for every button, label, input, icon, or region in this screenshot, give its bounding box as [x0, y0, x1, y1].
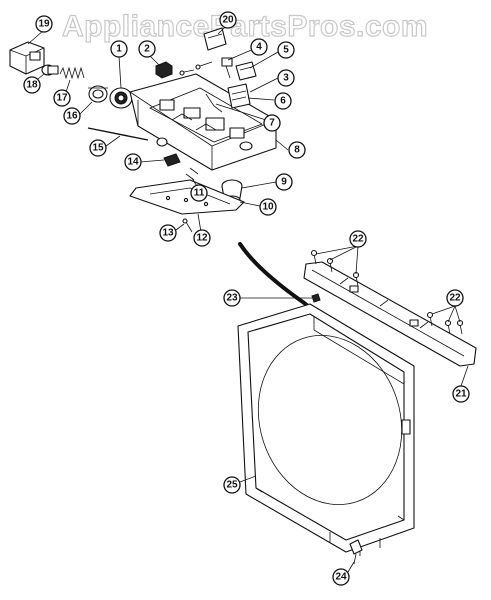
- callout-13: 13: [159, 224, 177, 242]
- callout-8: 8: [288, 141, 306, 159]
- svg-text:10: 10: [262, 202, 274, 213]
- svg-text:22: 22: [352, 234, 364, 245]
- part-24-shape: [349, 539, 363, 565]
- callout-12: 12: [193, 229, 211, 247]
- svg-text:7: 7: [269, 118, 275, 129]
- callout-21: 21: [452, 385, 470, 403]
- svg-text:25: 25: [226, 480, 238, 491]
- watermark-text: AppliancePartsPros.com: [62, 10, 428, 43]
- svg-text:22: 22: [449, 293, 461, 304]
- callout-6: 6: [274, 92, 292, 110]
- callout-11: 11: [190, 184, 208, 202]
- svg-text:11: 11: [194, 188, 205, 199]
- svg-text:6: 6: [280, 96, 286, 107]
- svg-text:16: 16: [66, 111, 78, 122]
- callout-18: 18: [23, 76, 41, 94]
- part-4-shape: [221, 57, 233, 79]
- svg-text:15: 15: [92, 143, 104, 154]
- svg-text:5: 5: [283, 45, 289, 56]
- callout-2: 2: [138, 40, 156, 58]
- part-13-screw: [182, 218, 193, 233]
- part-20-shape: [203, 27, 227, 51]
- callout-10: 10: [259, 198, 277, 216]
- svg-text:18: 18: [26, 80, 38, 91]
- svg-text:1: 1: [116, 44, 122, 55]
- svg-text:21: 21: [455, 389, 467, 400]
- callout-3: 3: [277, 69, 295, 87]
- callout-1: 1: [110, 40, 128, 58]
- svg-text:14: 14: [127, 157, 139, 168]
- svg-text:2: 2: [144, 44, 150, 55]
- svg-text:19: 19: [38, 19, 50, 30]
- svg-text:12: 12: [196, 233, 208, 244]
- part-12-shape: [129, 179, 245, 215]
- part-19-shape: [9, 41, 45, 75]
- part-17-spring: [59, 66, 85, 80]
- part-25-front-panel: [237, 303, 415, 556]
- part-7-shape: [205, 93, 223, 113]
- svg-text:17: 17: [56, 93, 68, 104]
- svg-text:24: 24: [335, 572, 347, 583]
- svg-text:20: 20: [222, 15, 234, 26]
- svg-text:9: 9: [281, 177, 287, 188]
- callout-16: 16: [63, 107, 81, 125]
- part-1-shape: [109, 87, 133, 109]
- callout-7: 7: [263, 114, 281, 132]
- callout-labels: 1 2 3 4 5 6 7 8 9 10 11 12 13 14 15 16 1…: [23, 11, 470, 586]
- callout-25: 25: [223, 476, 241, 494]
- callout-19: 19: [35, 15, 53, 33]
- callout-5: 5: [277, 41, 295, 59]
- part-16-shape: [88, 85, 108, 103]
- callout-22-right: 22: [446, 289, 464, 307]
- lower-cabinet-assembly: [237, 249, 477, 565]
- part-23-clip: [311, 293, 321, 303]
- part-5-shape: [235, 61, 257, 81]
- callout-24: 24: [332, 568, 350, 586]
- callout-4: 4: [250, 38, 268, 56]
- screw-cluster: [179, 61, 213, 76]
- callout-23: 23: [223, 289, 241, 307]
- leader-lines: [27, 25, 469, 573]
- part-18-shape: [41, 64, 59, 76]
- callout-9: 9: [275, 173, 293, 191]
- svg-text:23: 23: [226, 293, 238, 304]
- part-22-screws-right: [426, 311, 464, 335]
- svg-text:13: 13: [162, 228, 174, 239]
- upper-control-assembly: [9, 27, 277, 233]
- svg-text:4: 4: [256, 42, 262, 53]
- callout-14: 14: [124, 153, 142, 171]
- callout-15: 15: [89, 139, 107, 157]
- callout-20: 20: [219, 11, 237, 29]
- callout-22-upper: 22: [349, 230, 367, 248]
- part-6-shape: [227, 83, 251, 109]
- svg-text:3: 3: [283, 73, 289, 84]
- part-14-shape: [163, 153, 181, 167]
- part-21-rail: [303, 261, 477, 367]
- part-22-screws-upper: [310, 249, 360, 287]
- callout-17: 17: [53, 89, 71, 107]
- part-8-console: [129, 73, 277, 171]
- part-15-rod: [87, 127, 149, 141]
- svg-text:8: 8: [294, 145, 300, 156]
